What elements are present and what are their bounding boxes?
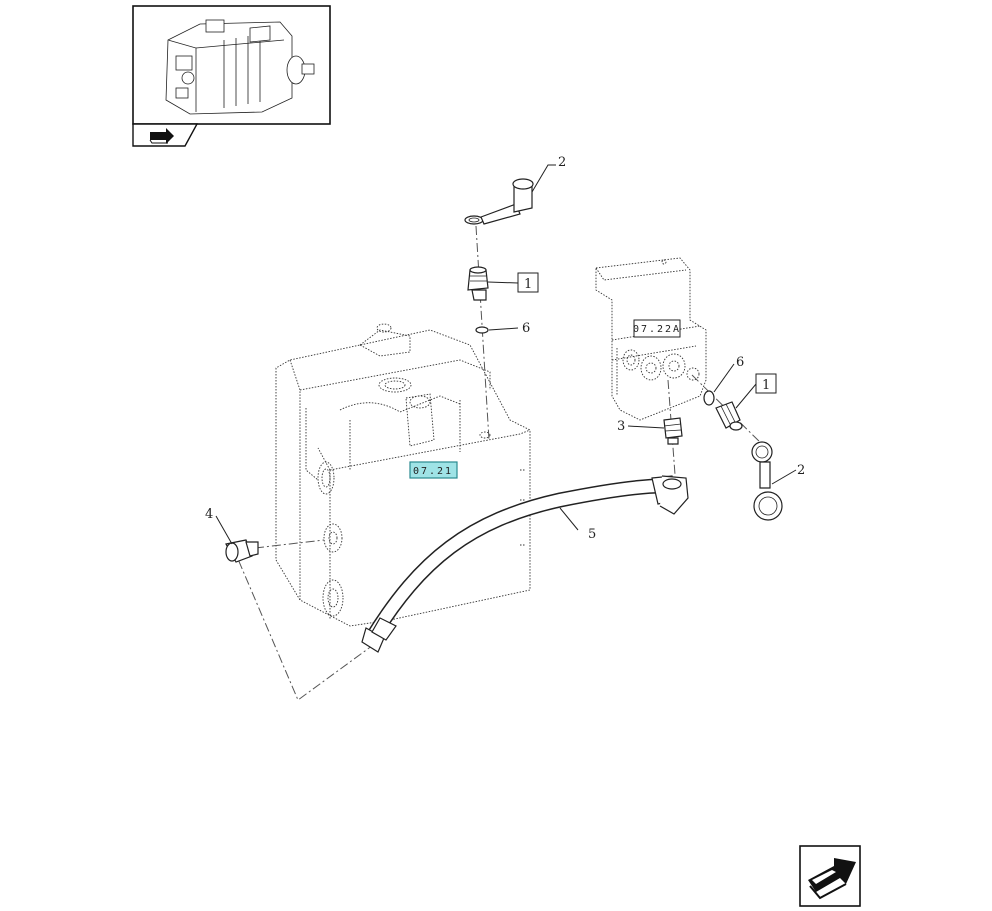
elbow-fitting	[225, 539, 259, 563]
callout-6-top[interactable]: 6	[522, 321, 530, 336]
valve-block	[595, 257, 707, 421]
pump-housing-block	[275, 323, 531, 627]
test-fitting-top	[467, 266, 489, 301]
callout-6-right[interactable]: 6	[736, 355, 744, 370]
dust-cap-top	[464, 178, 534, 225]
assembly-center-lines	[231, 225, 771, 701]
callout-2-right[interactable]: 2	[797, 463, 805, 478]
callout-3[interactable]: 3	[617, 419, 625, 434]
callout-1-top[interactable]: 1	[524, 277, 532, 292]
ref-box-block[interactable]: 07.21	[409, 461, 458, 479]
next-page-button[interactable]	[799, 845, 861, 907]
callout-2-top[interactable]: 2	[558, 155, 566, 170]
callout-1-right[interactable]: 1	[762, 378, 770, 393]
next-arrow-icon	[808, 858, 856, 900]
callout-4[interactable]: 4	[205, 507, 213, 522]
pump-assembly-thumbnail-icon	[165, 19, 315, 115]
callout-1-box-right[interactable]	[755, 373, 777, 394]
o-ring-top	[475, 326, 489, 334]
hydraulic-hose	[361, 475, 689, 653]
callout-5[interactable]: 5	[588, 527, 596, 542]
assembly-thumbnail[interactable]	[132, 5, 331, 125]
thumbnail-tab[interactable]	[132, 123, 199, 147]
ref-block-text: 07.21	[413, 466, 453, 477]
adapter-fitting	[663, 417, 683, 445]
callout-leaders	[215, 164, 797, 545]
test-fitting-right	[715, 401, 743, 431]
back-arrow-icon	[149, 128, 174, 144]
ref-box-valve[interactable]: 07.22A	[633, 319, 681, 338]
dust-cap-right	[751, 441, 783, 521]
ref-valve-text: 07.22A	[633, 324, 681, 335]
callout-1-box-top[interactable]	[517, 272, 539, 293]
o-ring-right	[703, 390, 715, 406]
